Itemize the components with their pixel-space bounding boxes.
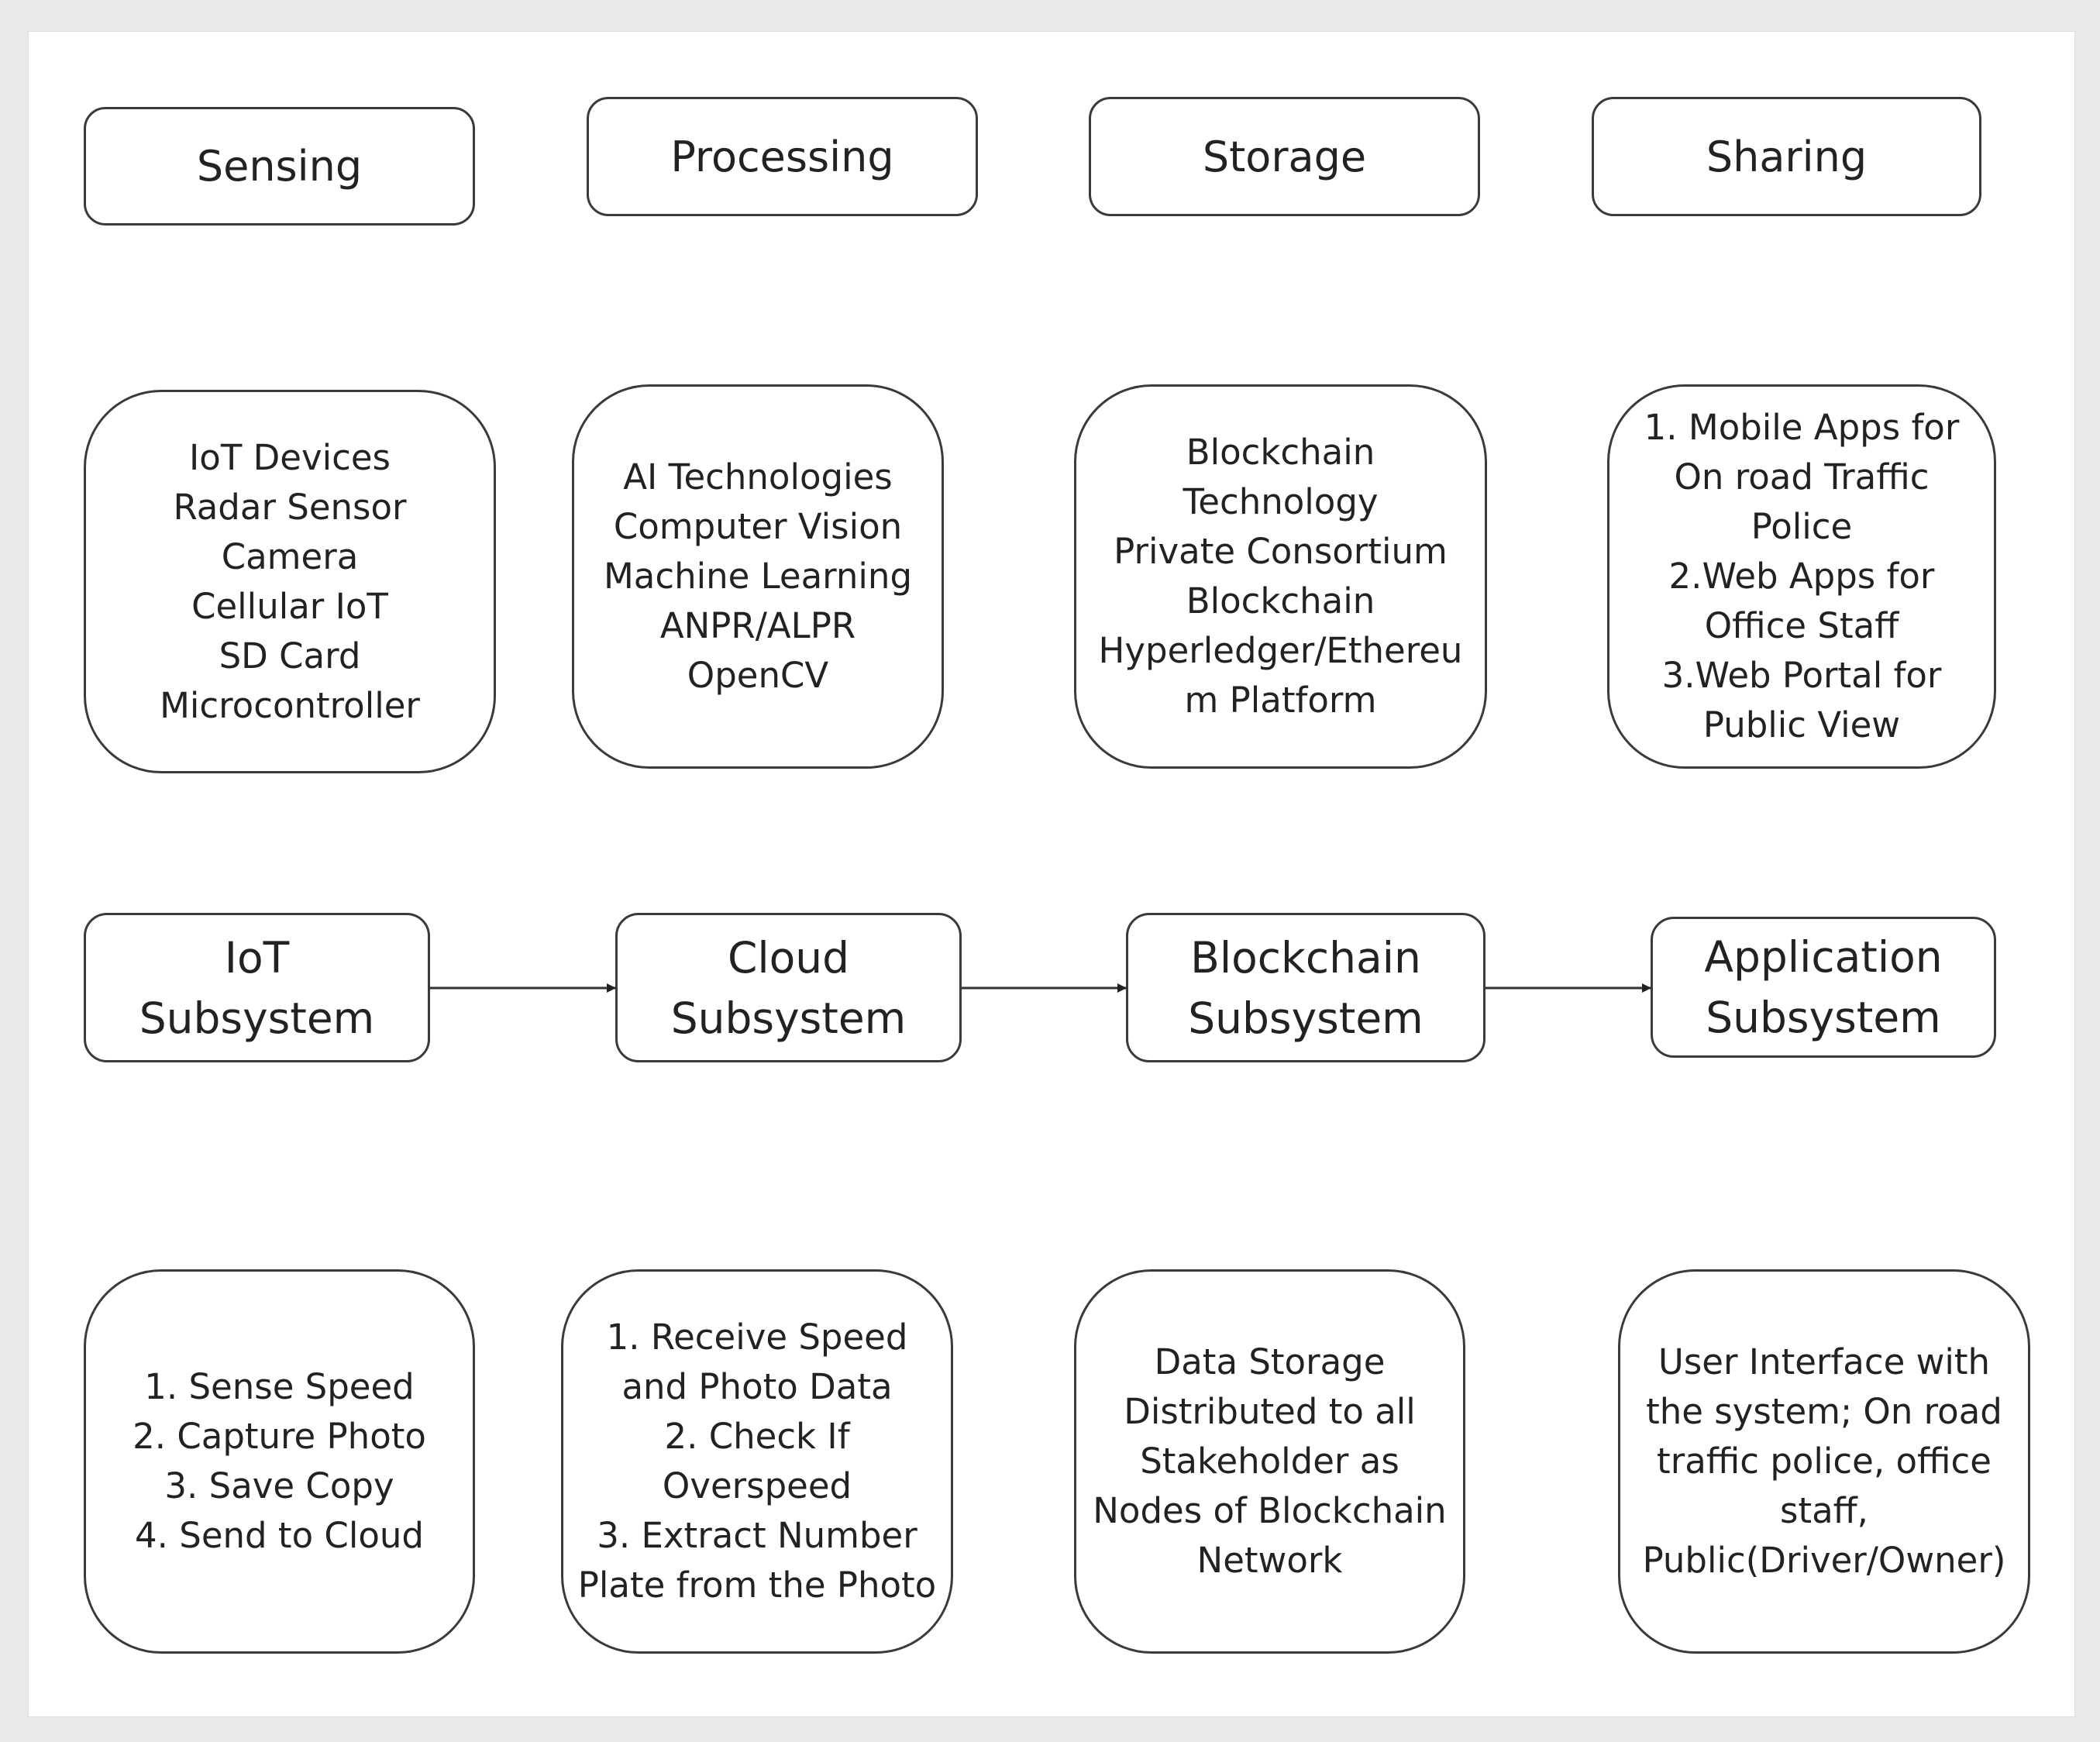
header-storage: Storage bbox=[1089, 97, 1480, 216]
functions-blockchain: Data Storage Distributed to all Stakehol… bbox=[1074, 1269, 1465, 1654]
subsystem-cloud: Cloud Subsystem bbox=[615, 913, 962, 1062]
subsystem-application-label: Application Subsystem bbox=[1704, 932, 1943, 1042]
subsystem-blockchain: Blockchain Subsystem bbox=[1126, 913, 1485, 1062]
header-sharing-label: Sharing bbox=[1706, 132, 1868, 181]
subsystem-blockchain-label: Blockchain Subsystem bbox=[1188, 932, 1424, 1043]
subsystem-cloud-label: Cloud Subsystem bbox=[670, 932, 907, 1043]
components-storage: Blockchain Technology Private Consortium… bbox=[1074, 384, 1487, 769]
subsystem-iot-label: IoT Subsystem bbox=[139, 932, 375, 1043]
header-processing-label: Processing bbox=[670, 132, 894, 181]
functions-iot-text: 1. Sense Speed 2. Capture Photo 3. Save … bbox=[133, 1366, 426, 1556]
functions-application: User Interface with the system; On road … bbox=[1618, 1269, 2030, 1654]
components-sensing: IoT Devices Radar Sensor Camera Cellular… bbox=[84, 390, 496, 773]
components-storage-text: Blockchain Technology Private Consortium… bbox=[1098, 432, 1463, 721]
functions-application-text: User Interface with the system; On road … bbox=[1642, 1341, 2006, 1581]
header-sensing: Sensing bbox=[84, 107, 475, 225]
components-sharing-text: 1. Mobile Apps for On road Traffic Polic… bbox=[1644, 407, 1960, 745]
functions-cloud: 1. Receive Speed and Photo Data 2. Check… bbox=[561, 1269, 953, 1654]
components-processing-text: AI Technologies Computer Vision Machine … bbox=[603, 456, 913, 696]
components-processing: AI Technologies Computer Vision Machine … bbox=[572, 384, 944, 769]
functions-blockchain-text: Data Storage Distributed to all Stakehol… bbox=[1093, 1341, 1447, 1581]
components-sensing-text: IoT Devices Radar Sensor Camera Cellular… bbox=[160, 436, 420, 726]
subsystem-iot: IoT Subsystem bbox=[84, 913, 430, 1062]
header-processing: Processing bbox=[587, 97, 978, 216]
functions-cloud-text: 1. Receive Speed and Photo Data 2. Check… bbox=[577, 1317, 937, 1606]
components-sharing: 1. Mobile Apps for On road Traffic Polic… bbox=[1607, 384, 1996, 769]
functions-iot: 1. Sense Speed 2. Capture Photo 3. Save … bbox=[84, 1269, 475, 1654]
header-sharing: Sharing bbox=[1592, 97, 1981, 216]
header-storage-label: Storage bbox=[1202, 132, 1367, 181]
header-sensing-label: Sensing bbox=[196, 142, 363, 191]
subsystem-application: Application Subsystem bbox=[1651, 917, 1996, 1058]
